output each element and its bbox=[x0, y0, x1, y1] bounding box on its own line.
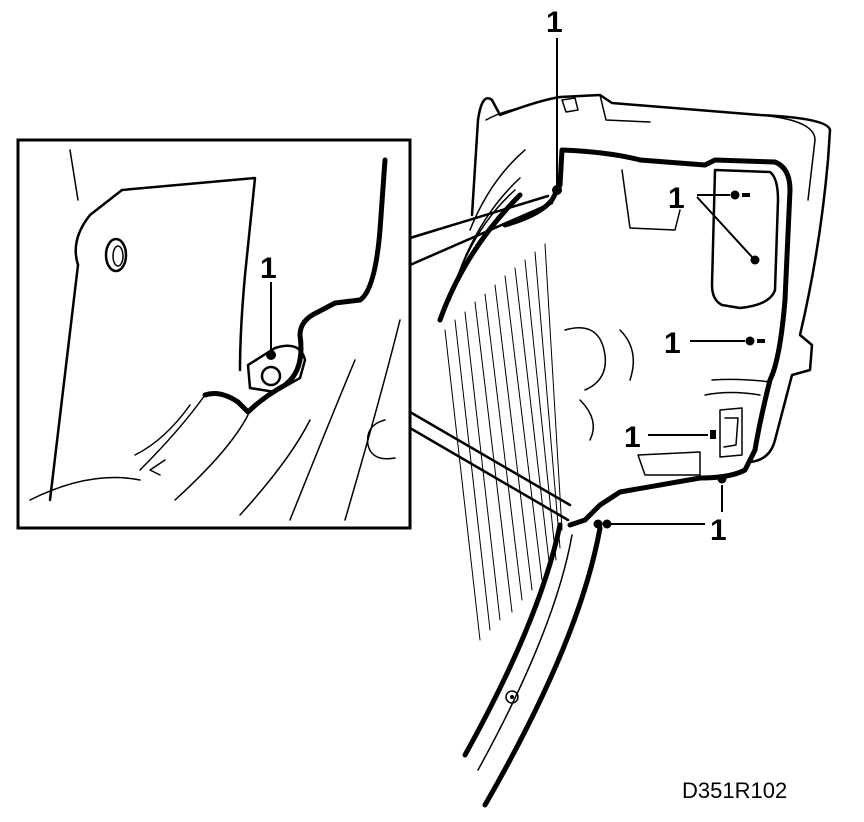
fixing-point-bottom bbox=[593, 519, 603, 529]
fixing-points bbox=[266, 185, 765, 529]
callout-upper-right: 1 bbox=[668, 182, 685, 215]
fixing-point-lower-right bbox=[710, 430, 716, 439]
inset-guide-lines bbox=[408, 194, 572, 522]
callout-lower-right: 1 bbox=[624, 421, 641, 454]
callout-inset: 1 bbox=[260, 252, 277, 285]
callout-bottom: 1 bbox=[710, 514, 727, 547]
callout-labels: 1 1 1 1 1 1 bbox=[260, 6, 727, 547]
fixing-point-inset bbox=[266, 350, 276, 360]
callout-top: 1 bbox=[546, 6, 563, 39]
vehicle-body bbox=[437, 93, 832, 808]
fixing-point-bottom-right bbox=[717, 474, 727, 484]
detail-inset bbox=[16, 138, 412, 530]
fixing-point-mid-right bbox=[745, 336, 755, 346]
fixing-point-upper-right-a bbox=[730, 190, 740, 200]
glass-hatching bbox=[444, 243, 563, 641]
figure-code: D351R102 bbox=[682, 778, 787, 803]
leader-lines bbox=[270, 38, 753, 525]
callout-mid-right: 1 bbox=[664, 327, 681, 360]
fixing-point-upper-right-b bbox=[750, 255, 760, 265]
fixing-point-top bbox=[552, 185, 562, 195]
